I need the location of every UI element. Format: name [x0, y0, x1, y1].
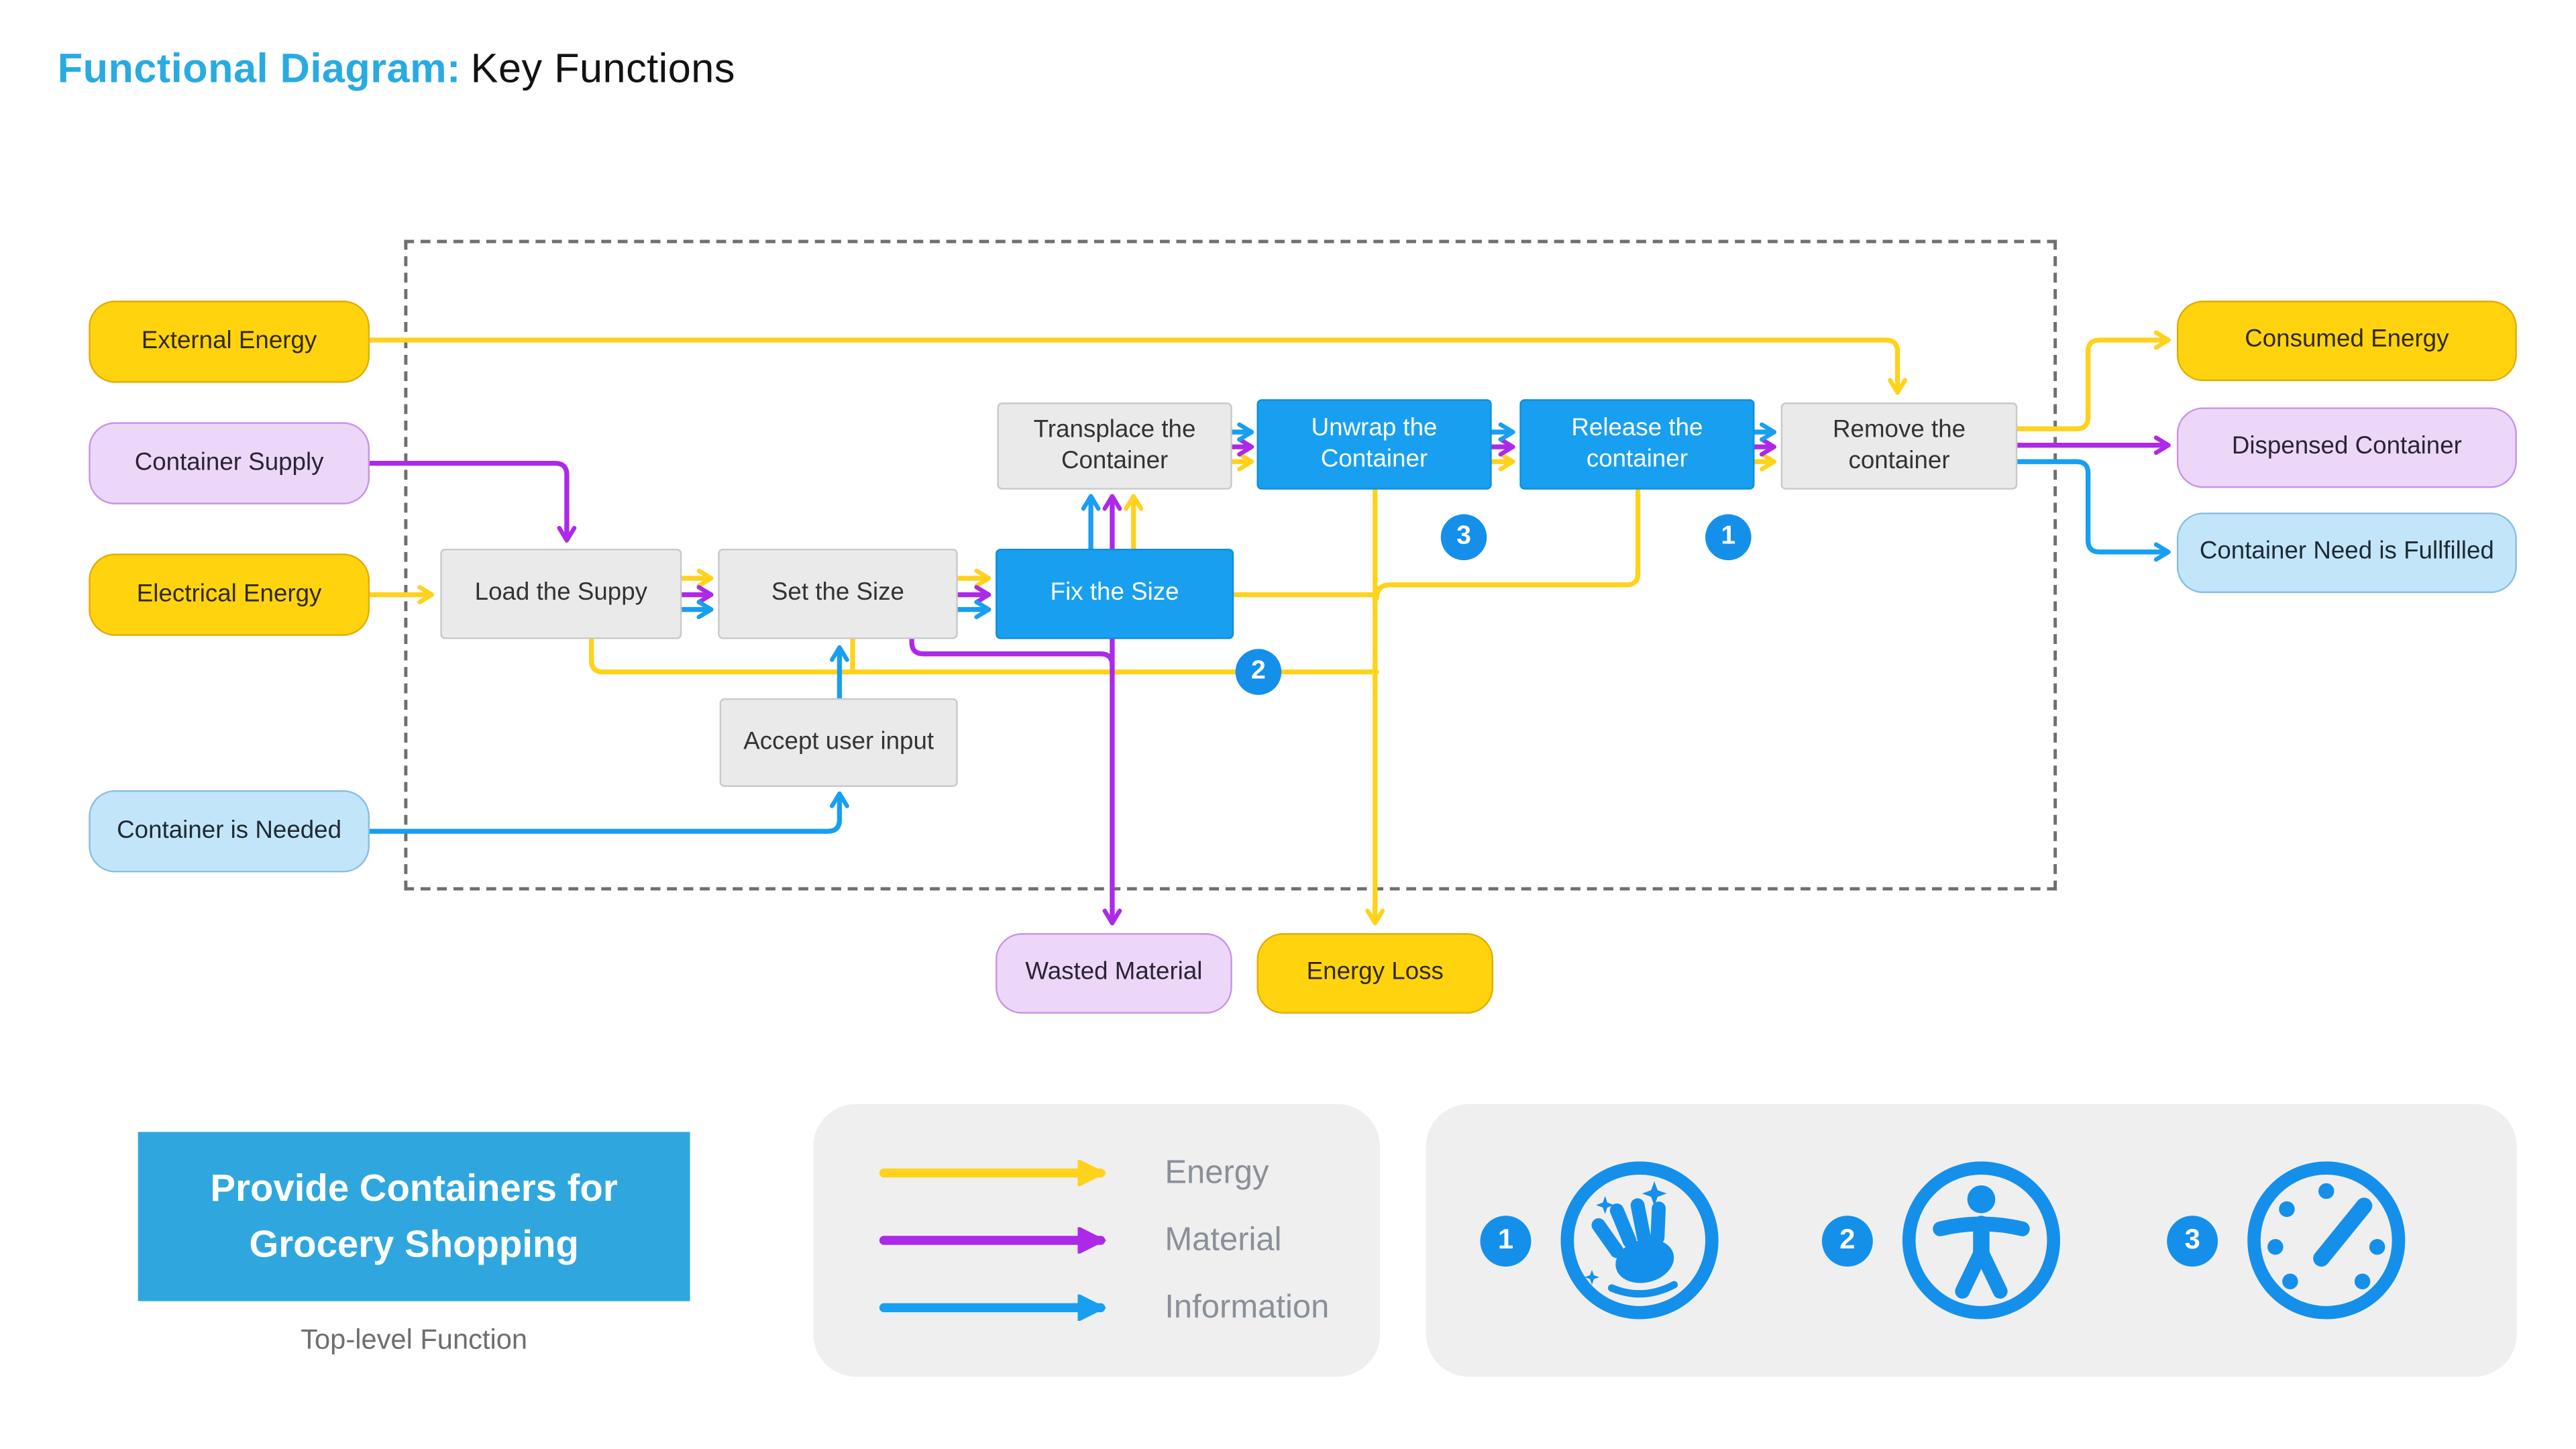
function-label: Load the Suppy: [474, 578, 648, 607]
legend-label: Energy: [1165, 1154, 1269, 1191]
information-flow-lines: [367, 422, 2171, 834]
legend-item-material: Material: [879, 1221, 1282, 1260]
input-label: Container Supply: [134, 448, 324, 476]
badge-number: 3: [2184, 1224, 2200, 1256]
byproduct-energy-loss: Energy Loss: [1256, 933, 1494, 1014]
diagram-badge-3: 3: [1440, 514, 1487, 561]
badge-number: 2: [1839, 1224, 1856, 1256]
input-electrical-energy: Electrical Energy: [89, 553, 370, 636]
function-fix-the-size: Fix the Size: [996, 548, 1234, 639]
output-dispensed-container: Dispensed Container: [2176, 407, 2517, 488]
energy-flow-lines: [367, 330, 2171, 926]
function-label: Fix the Size: [1050, 578, 1179, 607]
badge-number: 2: [1251, 657, 1266, 686]
badge-number: 1: [1497, 1224, 1514, 1256]
criteria-icons-panel: 1 2: [1426, 1104, 2517, 1377]
output-container-need-is-fullfilled: Container Need is Fullfilled: [2176, 513, 2517, 594]
byproduct-wasted-material: Wasted Material: [996, 933, 1232, 1014]
input-external-energy: External Energy: [89, 301, 370, 383]
legend-panel: Energy Material Information: [813, 1104, 1381, 1377]
function-load-the-suppy: Load the Suppy: [440, 548, 682, 639]
function-accept-user-input: Accept user input: [719, 698, 958, 788]
top-level-function-caption: Top-level Function: [301, 1324, 528, 1356]
top-level-function-label: Provide Containers for Grocery Shopping: [210, 1167, 618, 1265]
energy-arrow-icon: [879, 1159, 1107, 1187]
legend-label: Information: [1165, 1289, 1330, 1326]
function-label: Transplace the Container: [1033, 416, 1196, 474]
legend-item-information: Information: [879, 1288, 1329, 1328]
material-arrow-icon: [879, 1227, 1107, 1254]
system-boundary: [404, 239, 2057, 891]
page-title-highlight: Functional Diagram:: [57, 46, 461, 93]
top-level-function-box: Provide Containers for Grocery Shopping: [138, 1132, 690, 1301]
criterion-1: 1: [1480, 1104, 1725, 1377]
criterion-3: 3: [2167, 1104, 2412, 1377]
output-consumed-energy: Consumed Energy: [2176, 301, 2517, 382]
legend-item-energy: Energy: [879, 1153, 1269, 1193]
badge-number: 3: [1456, 522, 1471, 551]
criterion-2-badge: 2: [1821, 1215, 1873, 1266]
function-label: Remove the container: [1832, 416, 1966, 474]
output-label: Container Need is Fullfilled: [2199, 537, 2494, 566]
input-container-supply: Container Supply: [89, 422, 370, 504]
function-label: Unwrap the Container: [1311, 414, 1438, 473]
function-remove-the-container: Remove the container: [1780, 402, 2018, 490]
input-label: Electrical Energy: [136, 580, 322, 608]
output-label: Consumed Energy: [2245, 325, 2449, 354]
function-unwrap-the-container: Unwrap the Container: [1256, 399, 1492, 490]
clean-hands-icon: [1560, 1161, 1719, 1320]
information-arrow-icon: [879, 1294, 1107, 1321]
function-label: Release the container: [1571, 414, 1703, 473]
input-label: External Energy: [141, 326, 317, 355]
byproduct-label: Wasted Material: [1025, 958, 1203, 987]
page-title-rest: Key Functions: [470, 46, 735, 93]
output-label: Dispensed Container: [2231, 432, 2462, 461]
function-label: Accept user input: [743, 727, 934, 756]
function-release-the-container: Release the container: [1519, 399, 1755, 490]
speedometer-icon: [2247, 1161, 2406, 1320]
page-title: Functional Diagram:Key Functions: [58, 46, 735, 94]
input-container-is-needed: Container is Needed: [89, 790, 370, 873]
function-set-the-size: Set the Size: [718, 548, 958, 639]
function-transplace-the-container: Transplace the Container: [997, 402, 1232, 490]
byproduct-label: Energy Loss: [1306, 958, 1444, 987]
criterion-3-badge: 3: [2167, 1215, 2218, 1266]
criterion-2: 2: [1821, 1104, 2067, 1377]
legend-label: Material: [1165, 1221, 1282, 1258]
diagram-badge-1: 1: [1705, 514, 1752, 561]
badge-number: 1: [1721, 522, 1736, 551]
material-flow-lines: [367, 435, 2171, 926]
diagram-badge-2: 2: [1235, 649, 1282, 695]
accessibility-icon: [1902, 1161, 2061, 1320]
input-label: Container is Needed: [117, 816, 342, 845]
function-label: Set the Size: [771, 578, 905, 607]
criterion-1-badge: 1: [1480, 1215, 1532, 1266]
